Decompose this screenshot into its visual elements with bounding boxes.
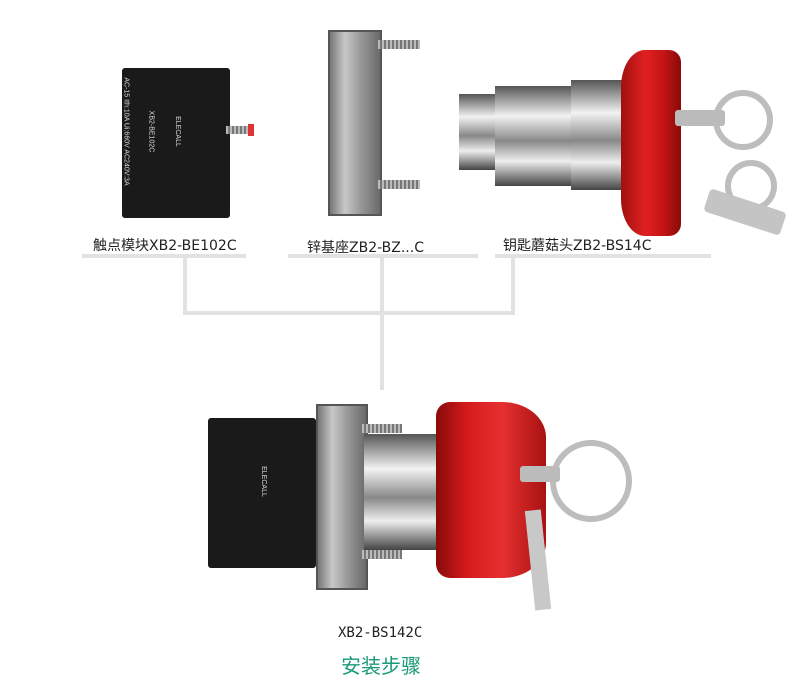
contact-model: XB2-BE102C: [147, 110, 155, 153]
part-label-contact-block: 触点模块XB2-BE102C: [93, 238, 237, 254]
connector-line: [183, 256, 187, 313]
part-label-zinc-base: 锌基座ZB2-BZ...C: [307, 240, 424, 256]
section-title: 安装步骤: [341, 654, 421, 678]
contact-specs: AC-15 Ith:10A Ui:660V AC240V:3A: [122, 77, 130, 186]
contact-brand: ELECALL: [259, 466, 267, 497]
contact-brand: ELECALL: [173, 116, 181, 147]
connector-line: [380, 256, 384, 390]
connector-line: [183, 311, 515, 315]
part-label-key-head: 钥匙蘑菇头ZB2-BS14C: [503, 238, 652, 254]
connector-line: [511, 256, 515, 313]
connector-line: [82, 254, 246, 258]
assembled-model-label: XB2-BS142C: [338, 625, 423, 641]
assembled-product-image: ELECALL: [200, 400, 650, 611]
key-mushroom-head-image: [455, 50, 787, 240]
contact-block-image: ELECALL XB2-BE102C AC-15 Ith:10A Ui:660V…: [118, 68, 258, 218]
zinc-base-image: [322, 30, 422, 216]
connector-line: [495, 254, 711, 258]
